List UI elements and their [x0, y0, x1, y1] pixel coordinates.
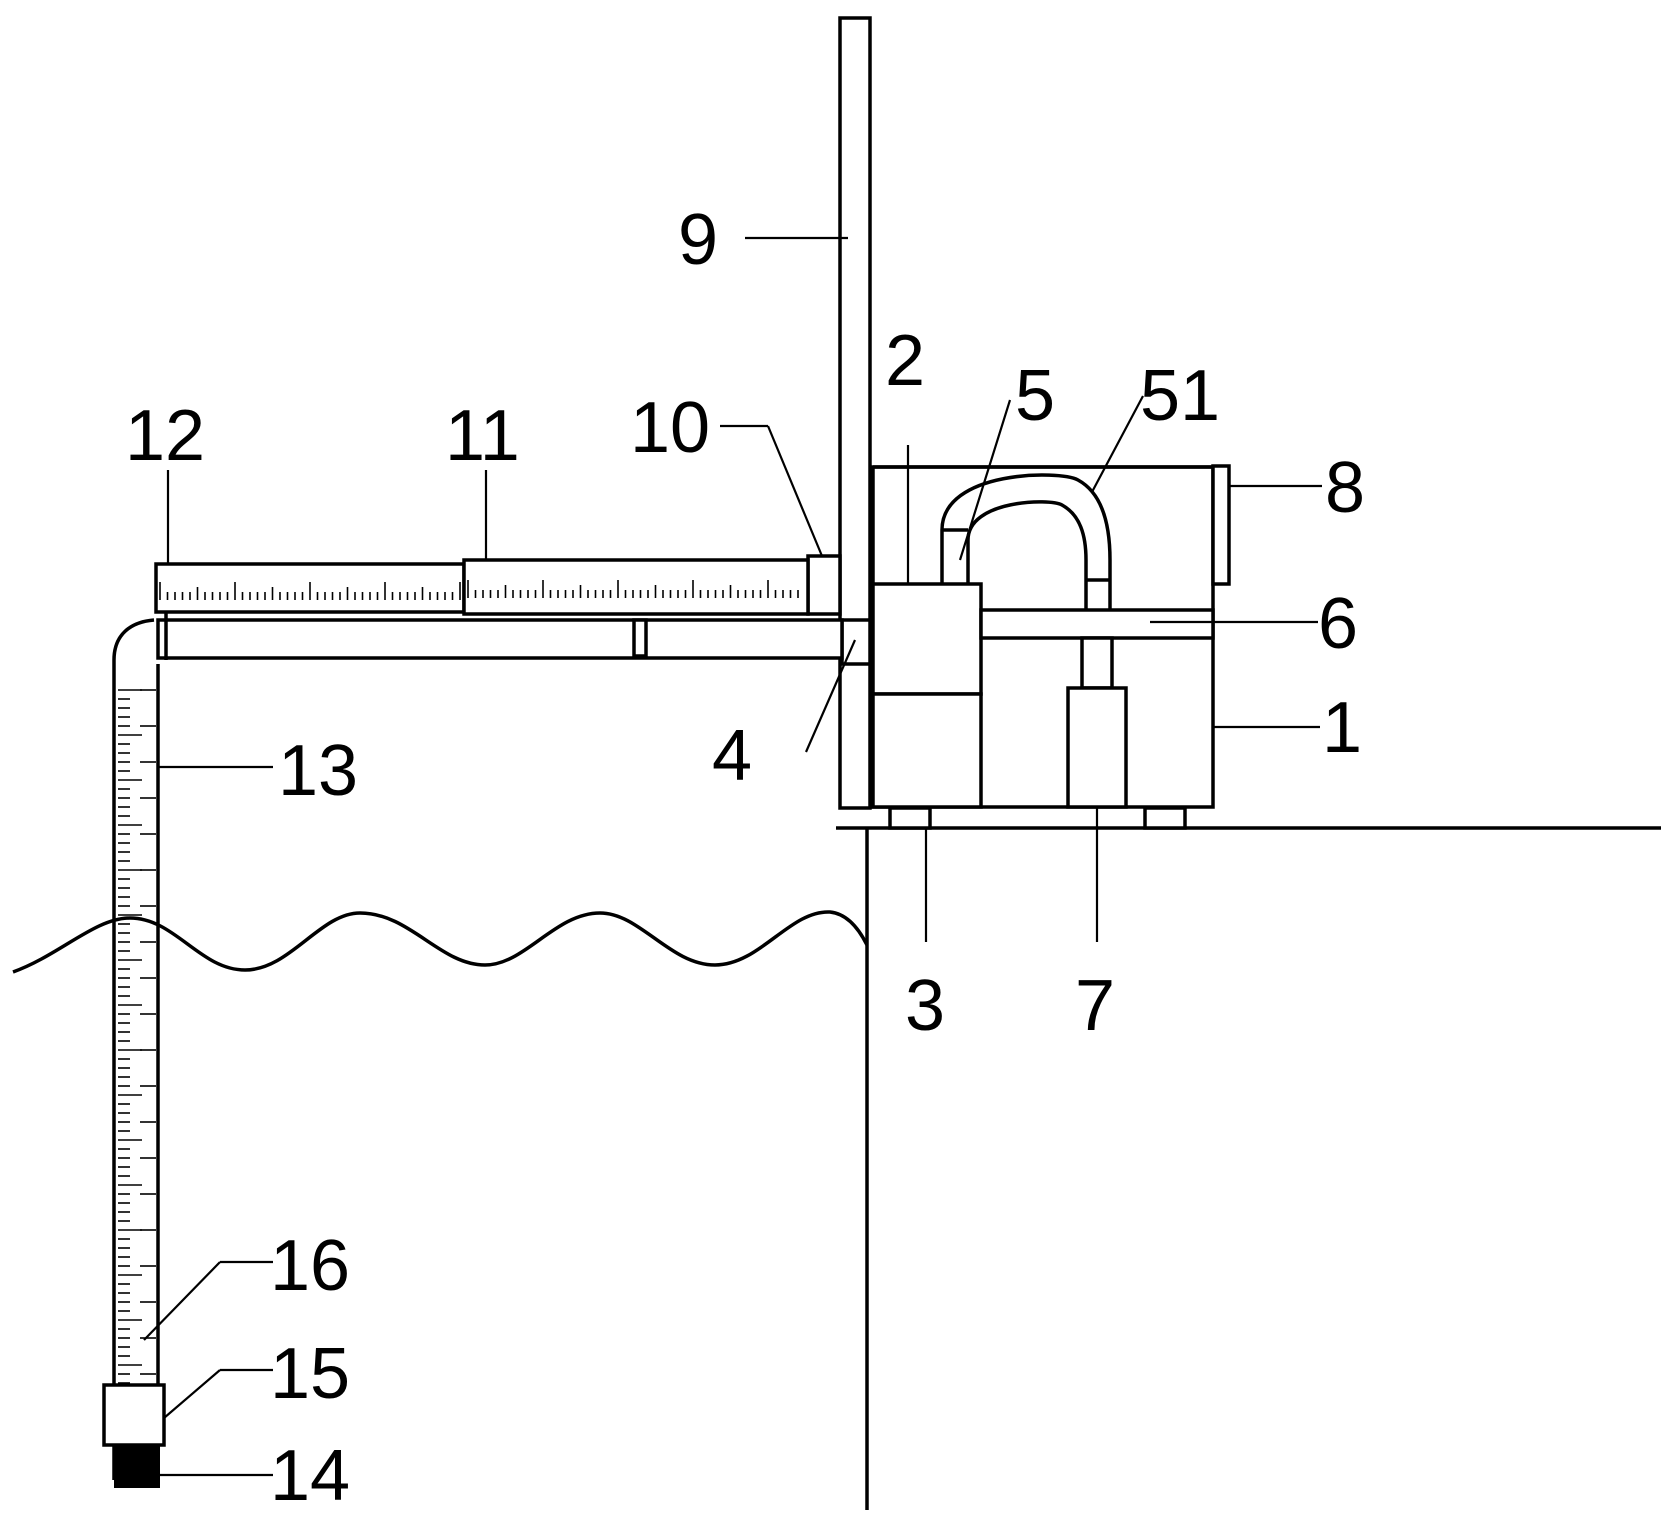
vertical-pole [838, 16, 872, 810]
label-15: 15 [270, 1334, 350, 1414]
leader-lines [143, 236, 1322, 1477]
box-upper [871, 582, 983, 696]
support-bar [156, 618, 844, 660]
label-12: 12 [125, 396, 205, 476]
vertical-tube [112, 618, 155, 1480]
clamp [102, 1383, 166, 1447]
hose [940, 473, 1112, 610]
label-51: 51 [1140, 356, 1220, 436]
water-surface [12, 910, 869, 974]
label-3: 3 [905, 966, 945, 1046]
label-13: 13 [278, 731, 358, 811]
vertical-tube-ticks [118, 689, 156, 1438]
joint-top [806, 554, 842, 616]
ruler-inner [462, 558, 810, 616]
side-bracket [1211, 464, 1231, 586]
horizontal-ruler-ticks [159, 580, 799, 600]
ground [836, 826, 1661, 1510]
label-4: 4 [712, 716, 752, 796]
label-1: 1 [1322, 688, 1362, 768]
probe-tip [114, 1445, 160, 1488]
label-11: 11 [445, 396, 520, 476]
box-lower [871, 692, 983, 809]
label-5: 5 [1015, 356, 1055, 436]
label-10: 10 [630, 388, 710, 468]
label-9: 9 [678, 200, 718, 280]
label-14: 14 [270, 1436, 350, 1516]
foot-right [1143, 806, 1187, 830]
horizontal-tube [979, 608, 1215, 640]
component-7-neck [1080, 636, 1114, 690]
component-7-body [1066, 686, 1128, 809]
foot-left [888, 806, 932, 830]
label-7: 7 [1075, 966, 1115, 1046]
label-8: 8 [1325, 448, 1365, 528]
label-6: 6 [1318, 584, 1358, 664]
support-tab [632, 618, 648, 658]
label-2: 2 [885, 321, 925, 401]
label-16: 16 [270, 1226, 350, 1306]
